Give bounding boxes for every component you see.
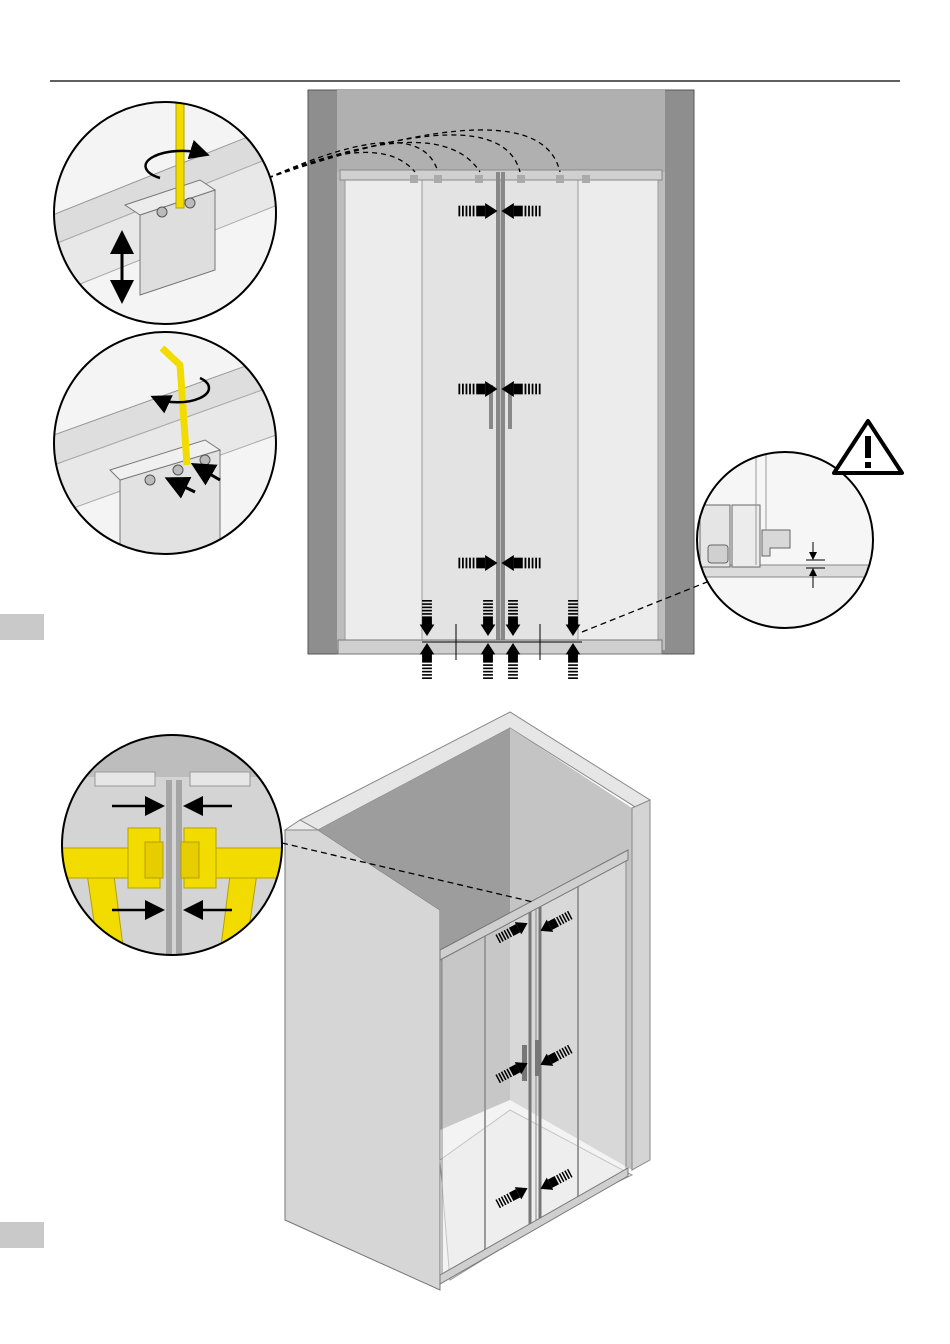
warning-triangle-icon bbox=[834, 421, 902, 473]
detail-clearance bbox=[697, 421, 902, 628]
detail-hex-key bbox=[40, 330, 290, 560]
front-view-enclosure bbox=[268, 90, 712, 679]
isometric-view-enclosure bbox=[282, 712, 650, 1290]
detail-alignment-clamps bbox=[60, 733, 285, 962]
detail-top-screw bbox=[40, 100, 290, 330]
